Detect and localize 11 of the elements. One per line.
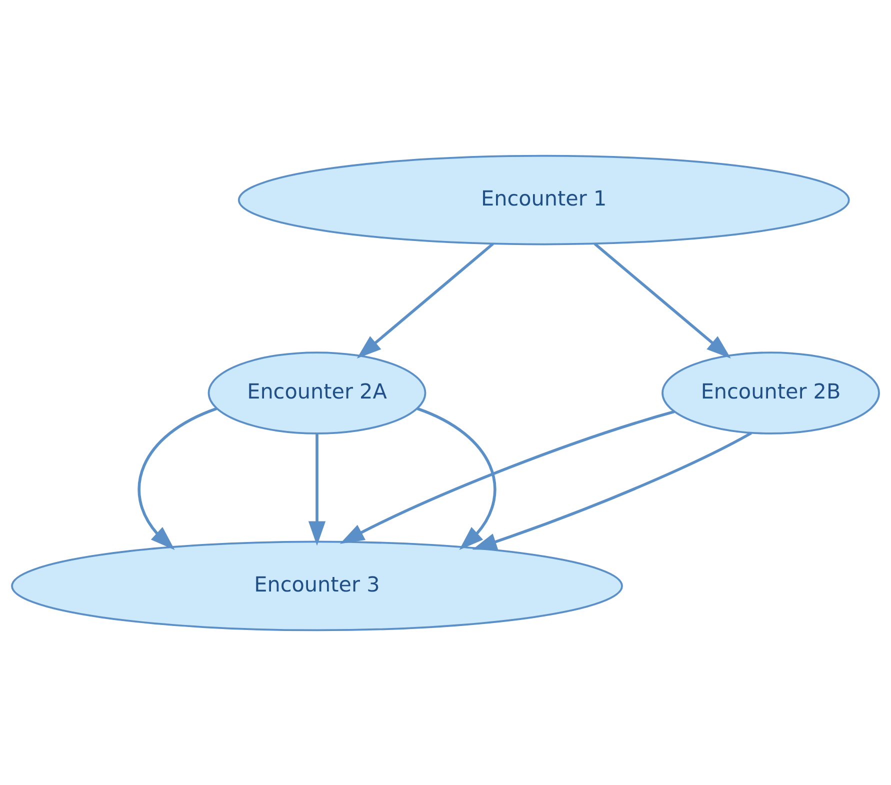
arrow xyxy=(356,242,494,358)
arrow xyxy=(416,406,496,550)
arrow xyxy=(340,410,675,544)
arrow xyxy=(472,431,752,550)
node-ellipse: Encounter 1 xyxy=(238,154,850,245)
arrow xyxy=(138,406,218,550)
arrow xyxy=(308,433,326,546)
node-ellipse: Encounter 3 xyxy=(11,540,623,631)
node-ellipse: Encounter 2A xyxy=(208,351,426,434)
node-ellipse: Encounter 2B xyxy=(662,351,880,434)
arrow xyxy=(594,242,731,358)
